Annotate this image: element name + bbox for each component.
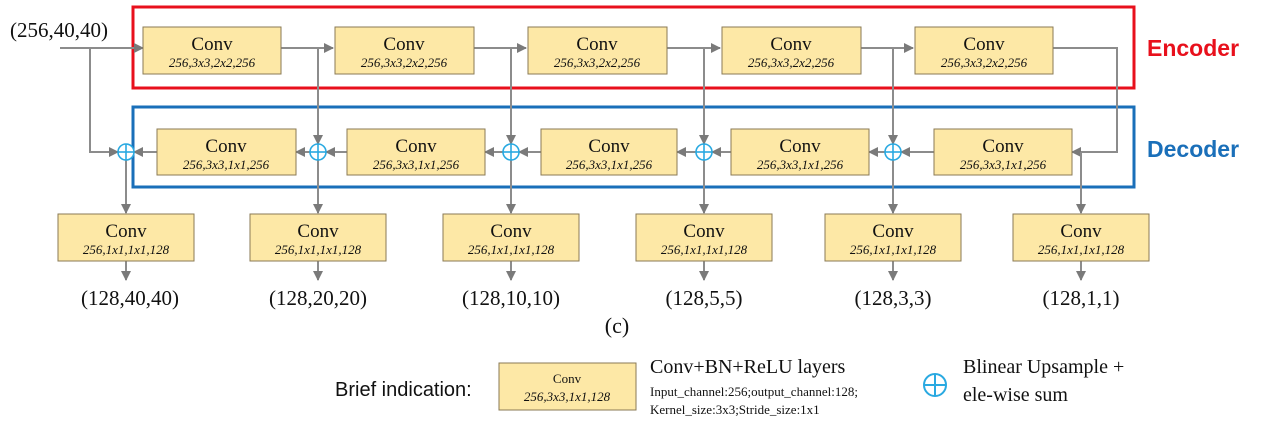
conv-title: Conv bbox=[683, 221, 725, 242]
conv-title: Conv bbox=[297, 221, 339, 242]
conv-title: Conv bbox=[963, 34, 1005, 55]
sum-icon bbox=[502, 143, 520, 161]
legend-sum-line2: ele-wise sum bbox=[963, 384, 1068, 406]
output-dim: (128,1,1) bbox=[1043, 286, 1120, 310]
encoder-conv-5: Conv 256,3x3,2x2,256 bbox=[914, 26, 1054, 75]
output-dimensions: (128,40,40) (128,20,20) (128,10,10) (128… bbox=[81, 286, 1120, 310]
output-conv-1: Conv 256,1x1,1x1,128 bbox=[57, 213, 195, 262]
conv-params: 256,3x3,2x2,256 bbox=[748, 55, 835, 70]
conv-params: 256,3x3,2x2,256 bbox=[361, 55, 448, 70]
output-blocks: Conv 256,1x1,1x1,128 Conv 256,1x1,1x1,12… bbox=[57, 213, 1150, 262]
conv-params: 256,1x1,1x1,128 bbox=[661, 242, 748, 257]
conv-title: Conv bbox=[770, 34, 812, 55]
conv-title: Conv bbox=[383, 34, 425, 55]
conv-params: 256,1x1,1x1,128 bbox=[850, 242, 937, 257]
conv-title: Conv bbox=[1060, 221, 1102, 242]
figure-caption: (c) bbox=[605, 313, 629, 338]
conv-title: Conv bbox=[779, 136, 821, 157]
decoder-conv-1: Conv 256,3x3,1x1,256 bbox=[156, 128, 297, 176]
conv-params: 256,1x1,1x1,128 bbox=[275, 242, 362, 257]
connections bbox=[60, 43, 1118, 281]
conv-params: 256,3x3,1x1,256 bbox=[183, 157, 270, 172]
encoder-conv-2: Conv 256,3x3,2x2,256 bbox=[334, 26, 475, 75]
output-dim: (128,5,5) bbox=[666, 286, 743, 310]
conv-title: Conv bbox=[576, 34, 618, 55]
sum-symbols bbox=[117, 143, 902, 161]
legend-desc-line1: Input_channel:256;output_channel:128; bbox=[650, 384, 858, 399]
conv-title: Conv bbox=[395, 136, 437, 157]
conv-title: Conv bbox=[490, 221, 532, 242]
conv-params: 256,1x1,1x1,128 bbox=[83, 242, 170, 257]
encoder-conv-1: Conv 256,3x3,2x2,256 bbox=[142, 26, 282, 75]
output-conv-5: Conv 256,1x1,1x1,128 bbox=[824, 213, 962, 262]
legend-brief-label: Brief indication: bbox=[335, 379, 472, 401]
conv-params: 256,3x3,1x1,256 bbox=[566, 157, 653, 172]
conv-title: Conv bbox=[105, 221, 147, 242]
output-dim: (128,10,10) bbox=[462, 286, 560, 310]
encoder-label: Encoder bbox=[1147, 35, 1239, 61]
conv-params: 256,3x3,1x1,256 bbox=[960, 157, 1047, 172]
legend-sum-icon bbox=[923, 373, 947, 397]
conv-title: Conv bbox=[872, 221, 914, 242]
legend-desc-title: Conv+BN+ReLU layers bbox=[650, 356, 846, 378]
conv-params: 256,3x3,1x1,256 bbox=[757, 157, 844, 172]
conv-params: 256,1x1,1x1,128 bbox=[468, 242, 555, 257]
decoder-conv-5: Conv 256,3x3,1x1,256 bbox=[933, 128, 1073, 176]
legend-desc-line2: Kernel_size:3x3;Stride_size:1x1 bbox=[650, 402, 820, 417]
sum-icon bbox=[309, 143, 327, 161]
legend: Brief indication: Conv 256,3x3,1x1,128 C… bbox=[335, 356, 1124, 417]
conv-title: Conv bbox=[588, 136, 630, 157]
sum-icon bbox=[884, 143, 902, 161]
output-dim: (128,3,3) bbox=[855, 286, 932, 310]
input-dimension: (256,40,40) bbox=[10, 18, 108, 42]
conv-title: Conv bbox=[205, 136, 247, 157]
decoder-conv-2: Conv 256,3x3,1x1,256 bbox=[346, 128, 486, 176]
output-conv-4: Conv 256,1x1,1x1,128 bbox=[635, 213, 773, 262]
output-dim: (128,40,40) bbox=[81, 286, 179, 310]
conv-params: 256,3x3,2x2,256 bbox=[169, 55, 256, 70]
decoder-conv-3: Conv 256,3x3,1x1,256 bbox=[540, 128, 678, 176]
decoder-label: Decoder bbox=[1147, 136, 1239, 162]
output-conv-2: Conv 256,1x1,1x1,128 bbox=[249, 213, 387, 262]
encoder-conv-4: Conv 256,3x3,2x2,256 bbox=[721, 26, 862, 75]
conv-params: 256,1x1,1x1,128 bbox=[1038, 242, 1125, 257]
legend-conv-block: Conv 256,3x3,1x1,128 bbox=[498, 362, 637, 411]
conv-params: 256,3x3,2x2,256 bbox=[554, 55, 641, 70]
legend-block-title: Conv bbox=[553, 371, 582, 386]
legend-block-params: 256,3x3,1x1,128 bbox=[524, 389, 611, 404]
encoder-conv-3: Conv 256,3x3,2x2,256 bbox=[527, 26, 668, 75]
output-dim: (128,20,20) bbox=[269, 286, 367, 310]
sum-icon bbox=[695, 143, 713, 161]
conv-title: Conv bbox=[982, 136, 1024, 157]
conv-params: 256,3x3,1x1,256 bbox=[373, 157, 460, 172]
output-conv-3: Conv 256,1x1,1x1,128 bbox=[442, 213, 580, 262]
decoder-blocks: Conv 256,3x3,1x1,256 Conv 256,3x3,1x1,25… bbox=[156, 128, 1073, 176]
conv-title: Conv bbox=[191, 34, 233, 55]
sum-icon bbox=[117, 143, 135, 161]
legend-sum-line1: Blinear Upsample + bbox=[963, 356, 1124, 378]
conv-params: 256,3x3,2x2,256 bbox=[941, 55, 1028, 70]
encoder-blocks: Conv 256,3x3,2x2,256 Conv 256,3x3,2x2,25… bbox=[142, 26, 1054, 75]
decoder-conv-4: Conv 256,3x3,1x1,256 bbox=[730, 128, 870, 176]
output-conv-6: Conv 256,1x1,1x1,128 bbox=[1012, 213, 1150, 262]
